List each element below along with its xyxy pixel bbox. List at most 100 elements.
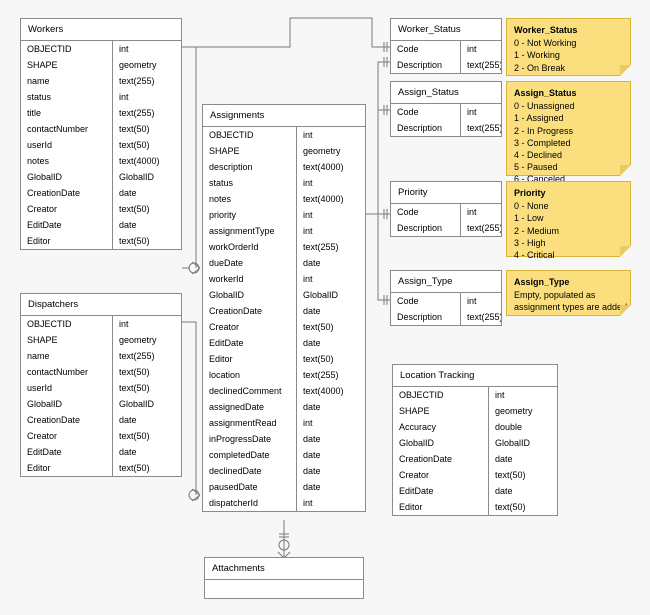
note-title: Worker_Status [514, 25, 578, 35]
field-type: text(255) [467, 312, 501, 322]
field-name: Accuracy [393, 419, 489, 435]
field-type: date [303, 482, 321, 492]
note-assign-type[interactable]: Assign_Type Empty, populated as assignme… [506, 270, 631, 316]
field-name: Description [391, 57, 461, 73]
field-name: EditDate [21, 444, 113, 460]
note-line: 0 - Unassigned [514, 101, 575, 112]
field-name: OBJECTID [21, 41, 113, 57]
field-name: dispatcherId [203, 495, 297, 511]
field-name: completedDate [203, 447, 297, 463]
note-assign-status[interactable]: Assign_Status 0 - Unassigned 1 - Assigne… [506, 81, 631, 184]
field-type: int [467, 207, 477, 217]
field-name: title [21, 105, 113, 121]
field-type: int [119, 92, 129, 102]
field-type: date [303, 258, 321, 268]
note-line: 2 - In Progress [514, 125, 574, 136]
field-name: userId [21, 380, 113, 396]
note-line: 0 - None [514, 201, 549, 212]
field-type: date [303, 306, 321, 316]
field-name: pausedDate [203, 479, 297, 495]
field-type: geometry [119, 335, 157, 345]
note-line: assignment types are added [514, 302, 628, 313]
field-name: Editor [393, 499, 489, 515]
field-type: text(50) [119, 236, 150, 246]
entity-attachments[interactable]: Attachments [204, 557, 364, 599]
note-line: Empty, populated as [514, 290, 596, 301]
field-type: text(4000) [303, 162, 344, 172]
field-type: int [303, 130, 313, 140]
field-name: OBJECTID [21, 316, 113, 332]
note-worker-status[interactable]: Worker_Status 0 - Not Working 1 - Workin… [506, 18, 631, 76]
field-type: int [467, 296, 477, 306]
field-type: text(255) [119, 76, 155, 86]
note-priority[interactable]: Priority 0 - None 1 - Low 2 - Medium 3 -… [506, 181, 631, 260]
field-type: GlobalID [119, 399, 155, 409]
field-name: Code [391, 104, 461, 120]
field-name: SHAPE [393, 403, 489, 419]
field-name: OBJECTID [203, 127, 297, 143]
field-name: location [203, 367, 297, 383]
field-type: text(50) [119, 367, 150, 377]
field-type: int [303, 226, 313, 236]
entity-title: Assignments [203, 105, 365, 127]
field-name: status [21, 89, 113, 105]
note-fold-icon [620, 165, 631, 176]
field-name: Creator [21, 428, 113, 444]
table-row: status int [21, 89, 181, 105]
note-title: Assign_Status [514, 88, 577, 98]
field-type: double [495, 422, 523, 432]
field-type: text(4000) [303, 386, 344, 396]
entity-title: Assign_Status [391, 82, 501, 104]
field-type: GlobalID [119, 172, 155, 182]
field-name: CreationDate [21, 412, 113, 428]
field-type: text(50) [495, 470, 526, 480]
field-name: status [203, 175, 297, 191]
field-type: text(50) [495, 502, 526, 512]
table-row: OBJECTID int [203, 127, 365, 143]
field-type: date [303, 434, 321, 444]
field-type: text(4000) [119, 156, 160, 166]
field-name: GlobalID [393, 435, 489, 451]
field-name: Description [391, 220, 461, 236]
field-name: name [21, 73, 113, 89]
field-name: userId [21, 137, 113, 153]
note-line: 1 - Low [514, 213, 544, 224]
